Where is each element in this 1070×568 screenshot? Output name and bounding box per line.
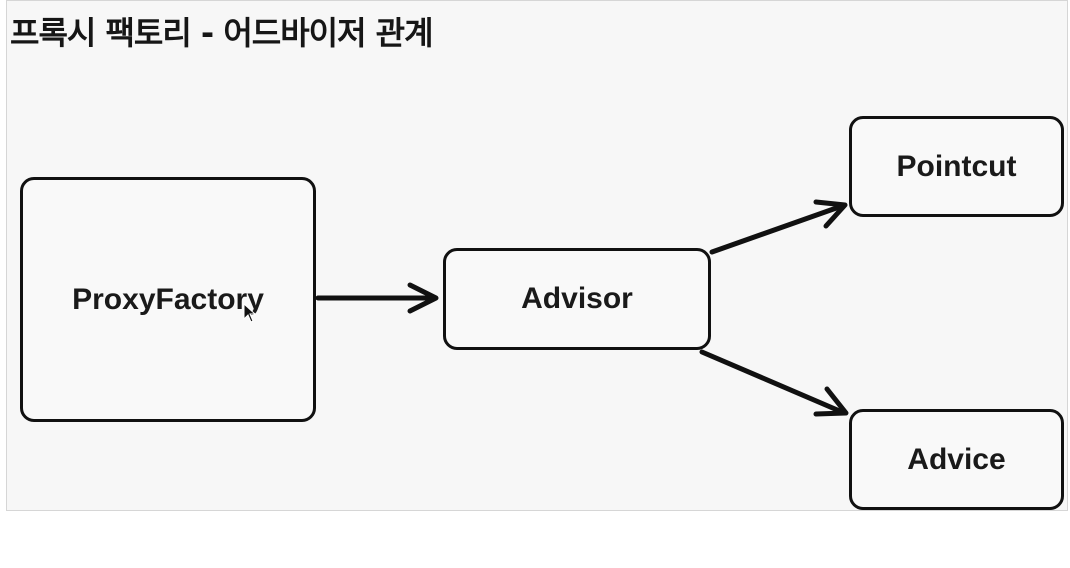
node-pointcut-label: Pointcut: [896, 149, 1017, 183]
mouse-pointer-icon: [243, 303, 257, 323]
node-proxy-factory-label: ProxyFactory: [72, 282, 264, 316]
node-advice: Advice: [849, 409, 1064, 510]
page-title: 프록시 팩토리 - 어드바이저 관계: [10, 14, 434, 52]
node-advisor: Advisor: [443, 248, 711, 350]
node-proxy-factory: ProxyFactory: [20, 177, 316, 422]
node-advice-label: Advice: [907, 442, 1006, 476]
node-pointcut: Pointcut: [849, 116, 1064, 217]
node-advisor-label: Advisor: [521, 282, 633, 315]
